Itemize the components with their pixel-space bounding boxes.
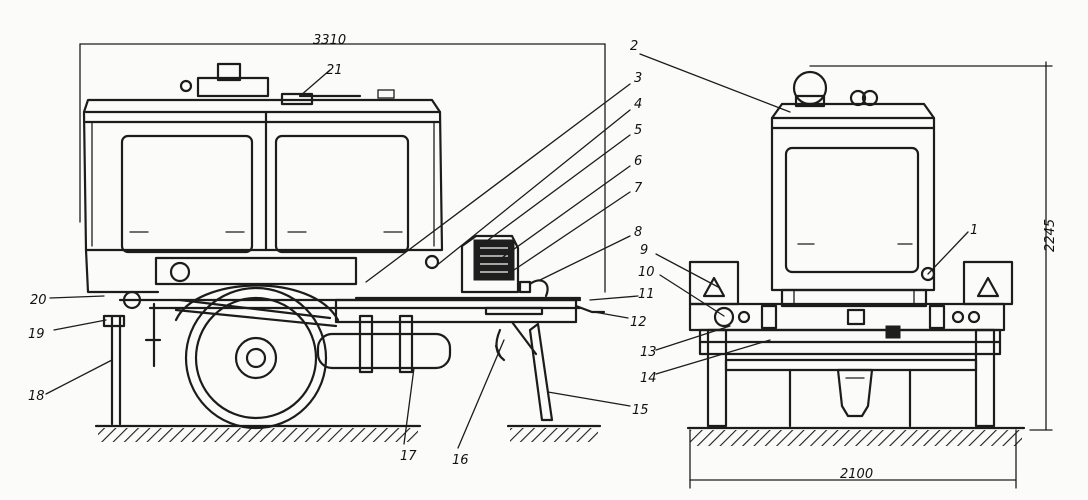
callout-18: 18 bbox=[28, 389, 45, 404]
callout-13: 13 bbox=[640, 345, 657, 360]
callout-7: 7 bbox=[634, 181, 643, 196]
length-dimension-label: 3310 bbox=[313, 33, 346, 48]
side-view: 3310 bbox=[79, 33, 606, 442]
callout-21: 21 bbox=[326, 63, 343, 78]
rear-leg bbox=[102, 290, 162, 426]
generator-body bbox=[82, 98, 444, 294]
callout-12: 12 bbox=[630, 315, 647, 330]
height-dimension-label: 2245 bbox=[1043, 219, 1058, 252]
support-leg bbox=[494, 320, 554, 422]
callout-19: 19 bbox=[28, 327, 45, 342]
callout-17: 17 bbox=[400, 449, 417, 464]
front-roof-equipment bbox=[792, 70, 879, 108]
callout-6: 6 bbox=[634, 154, 642, 169]
callout-8: 8 bbox=[634, 225, 642, 240]
callout-16: 16 bbox=[452, 453, 469, 468]
front-bumper bbox=[688, 302, 1006, 332]
front-axle bbox=[698, 325, 1002, 428]
callout-labels: 1 2 3 4 5 6 7 8 9 10 11 12 13 14 15 16 1… bbox=[28, 39, 978, 468]
chassis-frame bbox=[118, 256, 606, 328]
ground-side bbox=[94, 424, 602, 442]
callout-2: 2 bbox=[630, 39, 638, 54]
tank-cap bbox=[169, 261, 191, 283]
warning-plate-left bbox=[688, 260, 740, 306]
leader-lines bbox=[45, 53, 969, 449]
callout-10: 10 bbox=[638, 265, 655, 280]
callout-11: 11 bbox=[638, 287, 655, 302]
length-dimension: 3310 bbox=[79, 33, 606, 293]
front-body bbox=[770, 102, 936, 308]
side-door-right bbox=[274, 134, 410, 254]
roof-equipment bbox=[179, 62, 395, 106]
callout-3: 3 bbox=[634, 71, 642, 86]
towbar bbox=[574, 304, 606, 314]
callout-1: 1 bbox=[970, 223, 978, 238]
height-dimension: 2245 bbox=[809, 61, 1058, 431]
callout-9: 9 bbox=[640, 243, 648, 258]
side-door-left bbox=[120, 134, 254, 254]
fuel-tank bbox=[316, 314, 452, 374]
control-unit bbox=[424, 234, 549, 298]
callout-14: 14 bbox=[640, 371, 657, 386]
callout-5: 5 bbox=[634, 123, 642, 138]
ground-front bbox=[686, 426, 1026, 446]
width-dimension: 2100 bbox=[689, 429, 1017, 489]
callout-15: 15 bbox=[632, 403, 649, 418]
front-door bbox=[784, 146, 920, 274]
warning-plate-right bbox=[962, 260, 1014, 306]
wheel bbox=[174, 284, 340, 430]
callout-20: 20 bbox=[30, 293, 47, 308]
callout-4: 4 bbox=[634, 97, 642, 112]
width-dimension-label: 2100 bbox=[840, 467, 873, 482]
front-view: 2245 bbox=[686, 61, 1058, 489]
